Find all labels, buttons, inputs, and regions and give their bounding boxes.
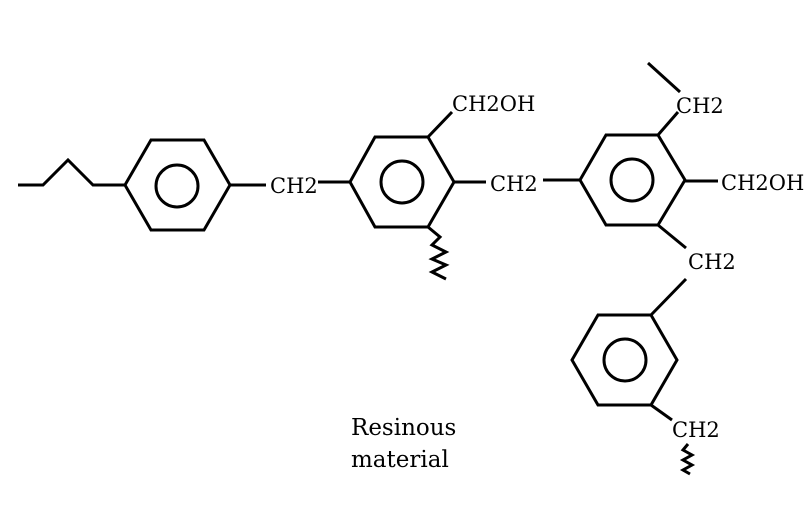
ch2-top-ring3: CH2 xyxy=(676,94,724,118)
ch2oh-ring3: CH2OH xyxy=(721,171,804,195)
ch2-link-3: CH2 xyxy=(688,250,736,274)
wavy-bond-ring2 xyxy=(427,225,450,281)
caption-resinous-material: Resinous material xyxy=(351,412,456,476)
bond-ring3-ch2-top xyxy=(656,111,680,136)
propyl-chain xyxy=(18,157,125,187)
ch2-link-2: CH2 xyxy=(490,172,538,196)
ch2-ring4: CH2 xyxy=(672,418,720,442)
ch2-link-1: CH2 xyxy=(270,174,318,198)
bond-ch2-ring4 xyxy=(649,277,688,317)
ch2oh-ring2: CH2OH xyxy=(452,92,535,116)
benzene-ring-1 xyxy=(123,138,232,232)
benzene-ring-2 xyxy=(348,135,456,229)
bond-ring3-ch2-bottom xyxy=(657,223,687,250)
benzene-ring-4 xyxy=(570,313,679,407)
benzene-ring-3 xyxy=(578,133,687,227)
bond-ch2-terminal xyxy=(646,61,682,94)
caption-line-1: Resinous xyxy=(351,415,457,441)
bond-ring4-ch2 xyxy=(650,403,673,422)
caption-line-2: material xyxy=(351,447,449,473)
bond-ring2-ch2oh xyxy=(426,110,454,139)
wavy-bond-ring4 xyxy=(679,443,696,476)
